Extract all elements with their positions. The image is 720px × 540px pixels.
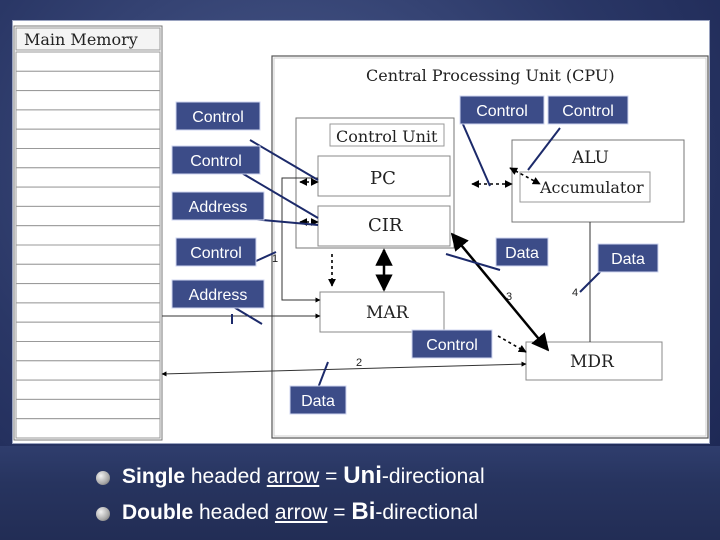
callout-data-1: Data [505, 245, 539, 262]
legend-double-arrow: arrow [274, 501, 328, 524]
step-number-1: 1 [272, 253, 278, 265]
legend-text-double: Double headed arrow = Bi-directional [122, 498, 478, 526]
memory-cell [15, 398, 161, 420]
memory-cell [15, 418, 161, 439]
callout-control-4: Control [476, 103, 528, 120]
legend-text-single: Single headed arrow = Uni-directional [122, 462, 485, 490]
cir-register [317, 205, 451, 247]
alu-label: ALU [571, 148, 609, 168]
callout-address-1: Address [189, 199, 248, 216]
memory-cell [15, 167, 161, 188]
mar-label: MAR [366, 303, 410, 323]
memory-cell [15, 263, 161, 285]
callout-data-3: Data [301, 393, 335, 410]
legend-double-rest: -directional [375, 501, 479, 524]
mdr-label: MDR [570, 352, 615, 372]
memory-cell [15, 128, 161, 149]
cpu-title: Central Processing Unit (CPU) [366, 66, 615, 85]
callout-control-2: Control [190, 153, 242, 170]
callout-data-2: Data [611, 251, 645, 268]
memory-cell [15, 186, 161, 207]
memory-cell [15, 321, 161, 343]
control-arrows [299, 167, 541, 353]
control-unit: Control Unit PC CIR [295, 117, 455, 249]
memory-cell [15, 109, 161, 130]
callout-control-5: Control [562, 103, 614, 120]
callout-control-6: Control [426, 337, 478, 354]
callout-control-1: Control [192, 109, 244, 126]
callouts: Control Control Address Control Address … [171, 95, 659, 415]
accumulator-label: Accumulator [539, 178, 644, 197]
memory-cell [15, 360, 161, 381]
callout-pointers [231, 121, 601, 389]
memory-cell [15, 70, 161, 92]
memory-cell [15, 225, 161, 246]
legend-band [0, 446, 720, 540]
memory-cell [15, 283, 161, 304]
step-number-4: 4 [572, 287, 578, 299]
legend-single-bold: Single [122, 465, 186, 488]
legend-single-mid: headed [185, 465, 267, 488]
memory-cell [15, 341, 161, 362]
legend-double-bold: Double [122, 501, 194, 524]
legend-single-eq: = [319, 465, 344, 488]
memory-mdr-data-line [161, 361, 527, 377]
legend-double-eq: = [327, 501, 352, 524]
memory-cell [15, 379, 161, 400]
callout-address-2: Address [189, 287, 248, 304]
pc-label: PC [370, 168, 396, 189]
legend-single-uni: Uni [343, 462, 382, 489]
memory-cell [15, 205, 161, 227]
memory-cells [15, 51, 161, 439]
memory-cell [15, 302, 161, 323]
memory-cell [15, 51, 161, 72]
alu: ALU Accumulator [511, 139, 685, 223]
legend-item-single: Single headed arrow = Uni-directional [96, 462, 485, 494]
cir-mdr-arrow [450, 232, 550, 352]
main-memory: Main Memory [13, 25, 163, 441]
step-number-2: 2 [356, 357, 362, 369]
legend-single-rest: -directional [381, 465, 485, 488]
memory-cell [15, 90, 161, 111]
legend-double-mid: headed [193, 501, 275, 524]
memory-cell [15, 148, 161, 169]
pc-register [317, 155, 451, 197]
callout-control-3: Control [190, 245, 242, 262]
main-memory-title: Main Memory [24, 30, 138, 49]
legend-single-arrow: arrow [266, 465, 320, 488]
cir-label: CIR [368, 215, 403, 236]
mar-register [319, 291, 445, 333]
memory-cell [15, 244, 161, 265]
control-unit-label: Control Unit [336, 127, 438, 146]
legend-item-double: Double headed arrow = Bi-directional [96, 498, 478, 530]
legend-double-bi: Bi [351, 498, 376, 525]
step-numbers: 1 2 3 4 [272, 253, 578, 369]
bullet-icon [96, 471, 110, 485]
step-number-3: 3 [506, 291, 512, 303]
bullet-icon [96, 507, 110, 521]
